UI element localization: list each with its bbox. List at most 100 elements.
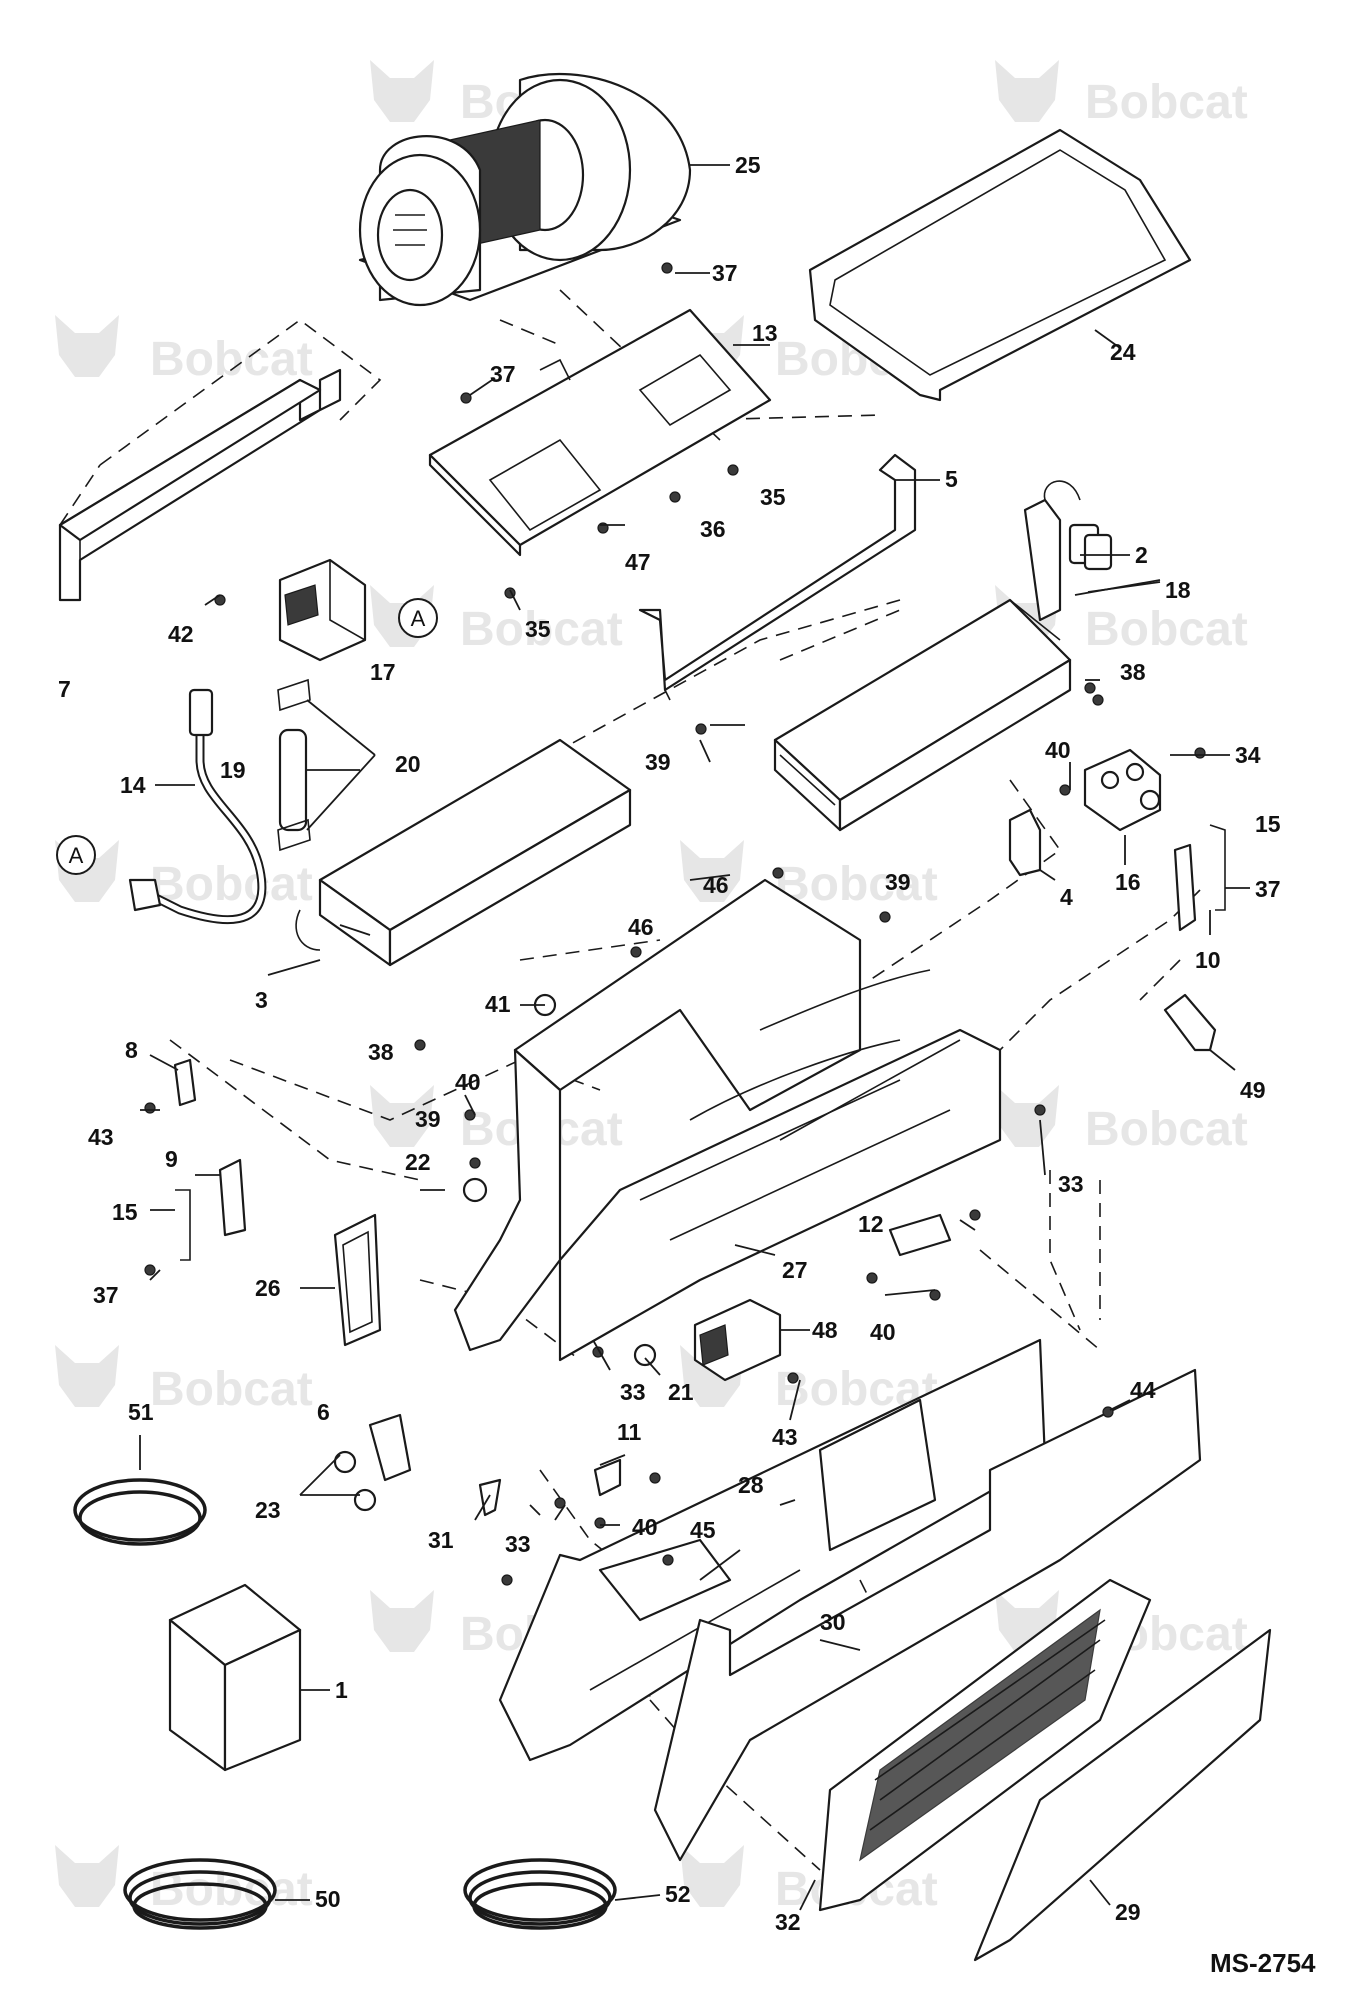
callout-33: 33 bbox=[620, 1379, 646, 1405]
watermark-text: Bobcat bbox=[1085, 603, 1248, 656]
front-panel bbox=[498, 1338, 1047, 1762]
bracket-9 bbox=[218, 1158, 247, 1237]
bobcat-logo-icon bbox=[55, 1345, 119, 1407]
callout-2: 2 bbox=[1135, 542, 1148, 568]
callout-33: 33 bbox=[1058, 1171, 1084, 1197]
assembly-lines bbox=[59, 289, 1201, 1871]
reference-circle bbox=[56, 835, 96, 875]
mount-bracket-right bbox=[1173, 843, 1197, 932]
callout-23: 23 bbox=[255, 1497, 281, 1523]
callout-50: 50 bbox=[315, 1886, 341, 1912]
callout-25: 25 bbox=[735, 152, 761, 178]
reference-circle bbox=[398, 598, 438, 638]
callout-40: 40 bbox=[455, 1069, 481, 1095]
watermark-row2-left: Bobcat bbox=[55, 315, 313, 386]
callout-27: 27 bbox=[782, 1257, 808, 1283]
callout-22: 22 bbox=[405, 1149, 431, 1175]
fasteners bbox=[144, 262, 1206, 1586]
callout-30: 30 bbox=[820, 1609, 846, 1635]
watermark-text: Bobcat bbox=[150, 1363, 313, 1416]
evaporator-core-left bbox=[295, 738, 632, 967]
callout-1: 1 bbox=[335, 1677, 348, 1703]
callout-51: 51 bbox=[128, 1399, 154, 1425]
bobcat-logo-icon bbox=[995, 1085, 1059, 1147]
callout-40: 40 bbox=[632, 1514, 658, 1540]
callout-13: 13 bbox=[752, 320, 778, 346]
wiring-harness bbox=[128, 688, 267, 925]
watermark-text: Bobcat bbox=[150, 1863, 313, 1916]
callout-9: 9 bbox=[165, 1146, 178, 1172]
callout-10: 10 bbox=[1195, 947, 1221, 973]
grommet-23a bbox=[333, 1450, 357, 1474]
callout-38: 38 bbox=[1120, 659, 1146, 685]
callout-43: 43 bbox=[772, 1424, 798, 1450]
side-bracket bbox=[58, 368, 342, 602]
callout-42: 42 bbox=[168, 621, 194, 647]
reference-marker: A bbox=[411, 606, 426, 631]
grille bbox=[818, 1578, 1152, 1912]
callout-21: 21 bbox=[668, 1379, 694, 1405]
watermark-row6-left: Bobcat bbox=[55, 1345, 313, 1416]
callout-33: 33 bbox=[505, 1531, 531, 1557]
hose-coil-51 bbox=[73, 1478, 207, 1546]
watermark-text: Bobcat bbox=[460, 603, 623, 656]
grommet-22 bbox=[462, 1177, 488, 1203]
valve-block bbox=[1083, 748, 1162, 832]
callout-36: 36 bbox=[700, 516, 726, 542]
callout-28: 28 bbox=[738, 1472, 764, 1498]
callout-6: 6 bbox=[317, 1399, 330, 1425]
parts-box bbox=[168, 1583, 302, 1772]
housing-tray bbox=[428, 308, 772, 557]
callout-15: 15 bbox=[1255, 811, 1281, 837]
callout-43: 43 bbox=[88, 1124, 114, 1150]
callout-52: 52 bbox=[665, 1881, 691, 1907]
callout-17: 17 bbox=[370, 659, 396, 685]
callout-11: 11 bbox=[617, 1419, 642, 1445]
callout-40: 40 bbox=[1045, 737, 1071, 763]
callout-46: 46 bbox=[628, 914, 654, 940]
cover-panel bbox=[973, 1628, 1272, 1962]
gasket bbox=[333, 1213, 382, 1347]
bracket-11 bbox=[593, 1458, 622, 1497]
callout-31: 31 bbox=[428, 1527, 454, 1553]
watermark-text: Bobcat bbox=[1085, 1103, 1248, 1156]
callout-37: 37 bbox=[490, 361, 516, 387]
callout-37: 37 bbox=[93, 1282, 119, 1308]
callout-39: 39 bbox=[885, 869, 911, 895]
callout-14: 14 bbox=[120, 772, 146, 798]
bobcat-logo-icon bbox=[995, 60, 1059, 122]
callout-48: 48 bbox=[812, 1317, 838, 1343]
callout-41: 41 bbox=[485, 991, 511, 1017]
callout-44: 44 bbox=[1130, 1377, 1156, 1403]
callout-8: 8 bbox=[125, 1037, 138, 1063]
callout-16: 16 bbox=[1115, 869, 1141, 895]
blower-resistor bbox=[278, 558, 367, 662]
bobcat-logo-icon bbox=[55, 315, 119, 377]
callout-7: 7 bbox=[58, 676, 71, 702]
callout-24: 24 bbox=[1110, 339, 1136, 365]
watermark-top-right: Bobcat bbox=[995, 60, 1248, 129]
bracket-8 bbox=[173, 1058, 197, 1107]
bobcat-logo-icon bbox=[680, 840, 744, 902]
callout-32: 32 bbox=[775, 1909, 801, 1935]
latch-clip bbox=[1163, 993, 1217, 1052]
callout-35: 35 bbox=[525, 616, 551, 642]
bracket-12 bbox=[888, 1213, 952, 1257]
callout-37: 37 bbox=[1255, 876, 1281, 902]
callout-20: 20 bbox=[395, 751, 421, 777]
callout-3: 3 bbox=[255, 987, 268, 1013]
callout-34: 34 bbox=[1235, 742, 1261, 768]
callout-15: 15 bbox=[112, 1199, 138, 1225]
callout-39: 39 bbox=[645, 749, 671, 775]
hose-coil-50 bbox=[123, 1858, 277, 1930]
callout-12: 12 bbox=[858, 1211, 884, 1237]
blower-assembly bbox=[358, 72, 692, 307]
watermark-row5-center: Bobcat bbox=[370, 1085, 623, 1156]
callout-49: 49 bbox=[1240, 1077, 1266, 1103]
main-housing bbox=[453, 878, 1002, 1362]
bobcat-logo-icon bbox=[370, 1085, 434, 1147]
callout-35: 35 bbox=[760, 484, 786, 510]
watermark-row5-right: Bobcat bbox=[995, 1085, 1248, 1156]
callout-numbers: 25 37 24 13 37 5 35 36 47 2 18 35 42 17 … bbox=[58, 152, 1281, 1935]
